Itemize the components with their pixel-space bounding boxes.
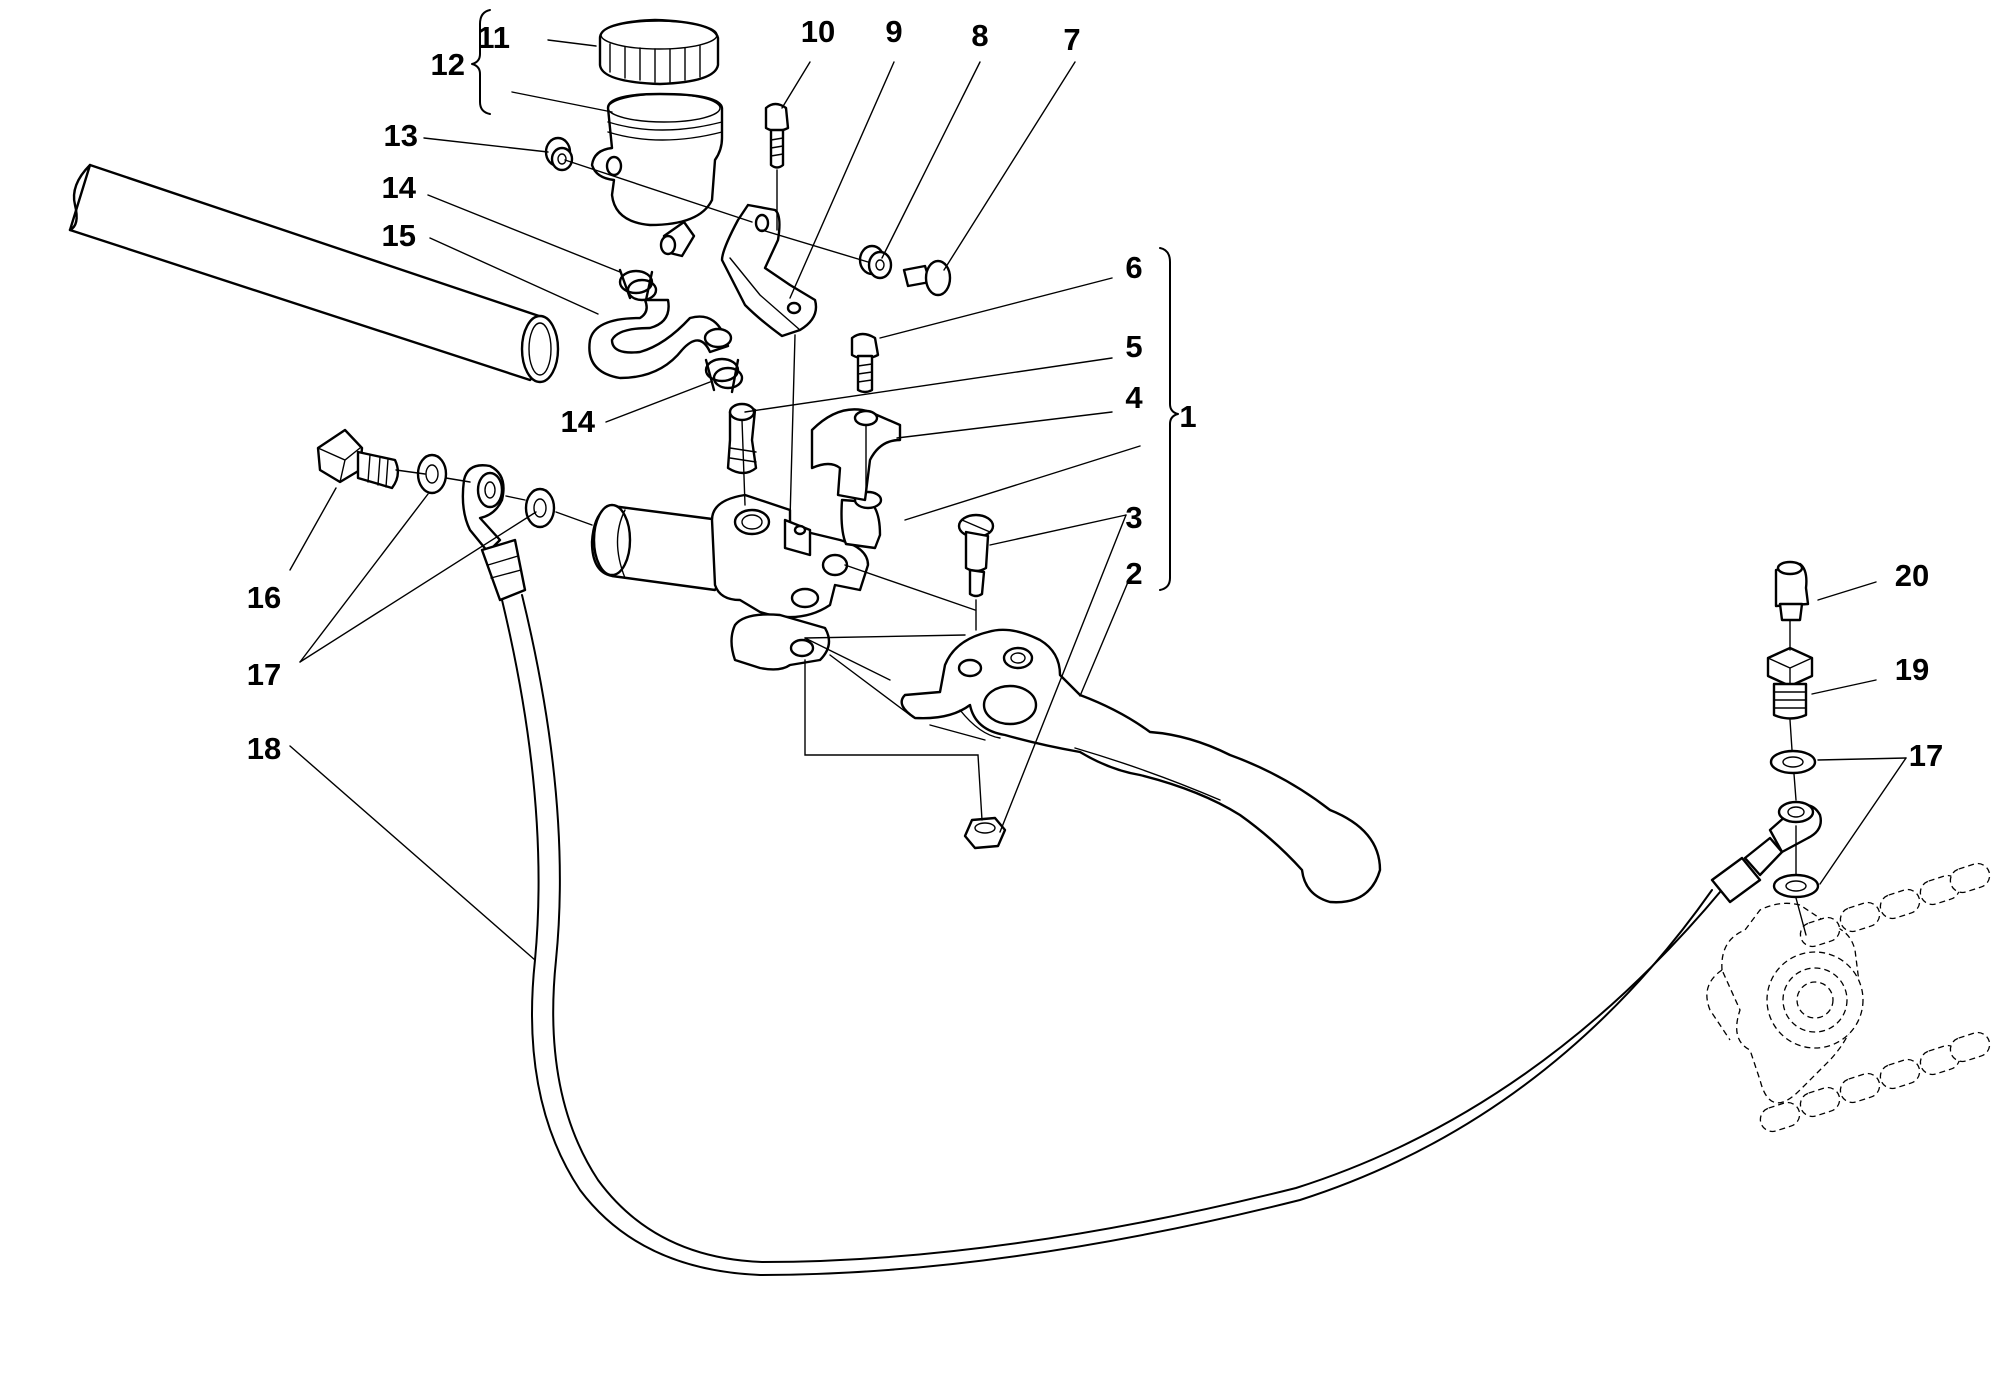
callout-15: 15: [382, 218, 416, 253]
callout-6: 6: [1125, 250, 1142, 285]
handlebar-clamp-upper: [810, 408, 902, 502]
screw-7: [902, 259, 952, 297]
sealing-washer-left-2: [524, 487, 556, 529]
hose-crimp-ferrule-right: [1710, 836, 1784, 904]
callout-4: 4: [1125, 380, 1143, 415]
bracket-brace-12: [471, 9, 491, 115]
callout-17-right: 17: [1909, 738, 1943, 773]
callout-20: 20: [1895, 558, 1929, 593]
bracket-brace-1: [1159, 247, 1179, 591]
pivot-screw-3: [957, 513, 995, 598]
banjo-bolt-19: [1766, 646, 1814, 720]
callout-14-lower: 14: [561, 404, 596, 439]
callout-7: 7: [1063, 22, 1080, 57]
screw-6: [850, 332, 880, 394]
handlebar-tube: [68, 163, 560, 384]
reservoir-cap: [598, 18, 720, 86]
reservoir-bracket: [720, 203, 818, 338]
clutch-lever: [900, 628, 1382, 904]
callout-12: 12: [431, 47, 465, 82]
sealing-washer-right-2: [1772, 873, 1820, 899]
callout-2: 2: [1125, 556, 1142, 591]
breather-hose: [588, 298, 733, 380]
leader-lines: [289, 39, 1907, 961]
callout-14-upper: 14: [382, 170, 417, 205]
callout-3: 3: [1125, 500, 1142, 535]
callout-1: 1: [1179, 399, 1196, 434]
bleed-valve-20: [1774, 560, 1810, 622]
banjo-fitting-5: [726, 402, 758, 475]
sprocket-and-chain-phantom: [1706, 862, 1991, 1133]
callout-13: 13: [384, 118, 418, 153]
master-cylinder-body: [590, 490, 883, 671]
callout-11: 11: [477, 20, 510, 55]
callout-10: 10: [801, 14, 835, 49]
banjo-bolt-16: [316, 428, 400, 490]
callout-8: 8: [971, 18, 988, 53]
callout-9: 9: [885, 14, 902, 49]
hose-clamp-lower: [704, 357, 744, 394]
grommet-13: [544, 136, 574, 172]
hose-banjo-left: [461, 464, 505, 554]
bolt-10: [764, 102, 790, 169]
callout-17-left: 17: [247, 657, 281, 692]
callout-19: 19: [1895, 652, 1929, 687]
sealing-washer-left-1: [416, 453, 448, 495]
grommet-8: [858, 244, 893, 280]
assembly-centerlines: [395, 159, 1807, 936]
callout-16: 16: [247, 580, 281, 615]
callout-5: 5: [1125, 329, 1142, 364]
hydraulic-hose: [501, 594, 1731, 1276]
reservoir-body: [590, 92, 724, 227]
reservoir-nipple: [659, 220, 696, 258]
hose-clamp-upper: [618, 268, 658, 302]
hose-crimp-ferrule-left: [480, 538, 527, 602]
callout-18: 18: [247, 731, 281, 766]
callout-labels: 11 12 13 14 15 14 10 9 8 7 6 5 4 1 3 2 1…: [247, 14, 1943, 773]
sealing-washer-right-1: [1769, 749, 1817, 775]
pivot-nut-3: [963, 816, 1007, 850]
